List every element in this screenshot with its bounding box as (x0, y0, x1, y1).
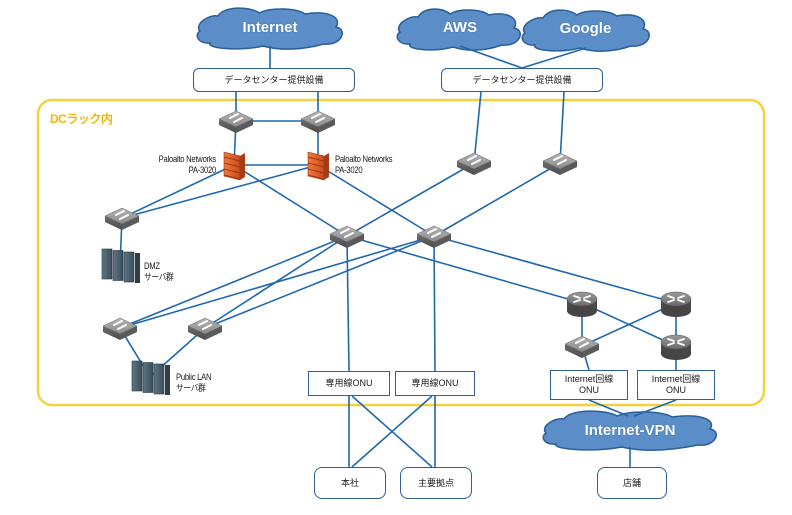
public-lan-server-label-line2: サーバ群 (176, 383, 206, 393)
switch-dmz (104, 207, 140, 230)
firewall-2-model: PA-3020 (335, 165, 363, 175)
cloud-internet-vpn (542, 410, 717, 451)
internet-line-onu-1: Internet回線 ONU (550, 370, 628, 400)
switch-core-1 (329, 225, 365, 248)
public-lan-server-label: Public LAN サーバ群 (176, 372, 212, 394)
firewall-1-model: PA-3020 (188, 165, 217, 175)
cloud-google (521, 9, 650, 52)
link-core1-pub1 (119, 235, 348, 329)
switch-public-1 (102, 317, 138, 340)
router-1-icon (566, 291, 598, 317)
link-dc-sw4 (559, 91, 565, 164)
switch-vpn-1 (564, 335, 600, 358)
dmz-server-label-line2: サーバ群 (144, 272, 174, 282)
cloud-aws-label: AWS (442, 19, 478, 36)
dc-facility-box-left: データセンター提供設備 (193, 68, 355, 92)
cloud-aws (396, 8, 521, 51)
link-dc-sw3 (473, 91, 482, 164)
link-core2-onu (433, 235, 436, 372)
internet-line-onu-2-line1: Internet回線 (651, 374, 701, 384)
site-headquarters: 本社 (314, 467, 386, 499)
dmz-server-label-line1: DMZ (144, 261, 160, 271)
link-onu1-vpn (588, 399, 629, 417)
switch-public-2 (187, 317, 223, 340)
internet-line-onu-1-line1: Internet回線 (564, 374, 614, 384)
cloud-google-label: Google (559, 20, 612, 37)
firewall-1-name: Paloalto Networks (158, 154, 217, 164)
site-main-base: 主要拠点 (400, 467, 472, 499)
link-fw1-dmz (121, 164, 235, 219)
internet-line-onu-1-line2: ONU (579, 385, 599, 395)
link-google-dc (521, 47, 587, 69)
dedicated-line-onu-2: 専用線ONU (395, 371, 475, 396)
router-3-icon (660, 334, 692, 360)
internet-line-onu-2-line2: ONU (666, 385, 686, 395)
connection-lines (119, 45, 677, 468)
switch-cloud-2 (542, 152, 578, 175)
link-fw1-core1 (233, 164, 348, 237)
public-lan-server-icon (131, 360, 170, 395)
dedicated-line-onu-1: 専用線ONU (308, 371, 390, 396)
link-sw3-core1 (346, 162, 475, 237)
switch-core-2 (416, 225, 452, 248)
link-core1-onu (346, 235, 350, 372)
firewall-2-icon (307, 151, 329, 181)
firewall-1-icon (223, 151, 245, 181)
dc-rack-frame (36, 98, 766, 407)
switch-cloud-1 (456, 152, 492, 175)
dmz-server-icon (101, 248, 140, 283)
link-core2-r2 (433, 235, 677, 304)
public-lan-server-label-line1: Public LAN (176, 372, 212, 382)
firewall-2-label: Paloalto Networks PA-3020 (335, 154, 393, 176)
switch-top-1 (218, 110, 254, 133)
site-store: 店舗 (597, 467, 667, 499)
cloud-internet-label: Internet (242, 19, 298, 36)
link-fw2-dmz (121, 164, 319, 219)
internet-line-onu-2: Internet回線 ONU (637, 370, 715, 400)
switch-top-2 (300, 110, 336, 133)
dmz-server-label: DMZ サーバ群 (144, 261, 174, 283)
link-core2-pub1 (119, 235, 435, 329)
router-2-icon (660, 291, 692, 317)
cloud-internet (196, 7, 343, 50)
link-onu2-vpn (633, 399, 677, 417)
link-core1-r1 (346, 235, 583, 304)
dc-facility-box-right: データセンター提供設備 (441, 68, 603, 92)
link-aws-dc (459, 45, 523, 69)
link-fw2-core2 (317, 164, 435, 237)
device-nodes (101, 110, 692, 395)
link-onu2-hq (351, 395, 433, 468)
firewall-1-label: Paloalto Networks PA-3020 (133, 154, 217, 176)
cloud-internet-vpn-label: Internet-VPN (584, 422, 676, 439)
link-core2-pub2 (204, 235, 435, 329)
dc-rack-title: DCラック内 (50, 112, 113, 126)
link-r2-r3 (581, 302, 677, 347)
link-sw4-core2 (433, 162, 561, 237)
firewall-2-name: Paloalto Networks (335, 154, 393, 164)
